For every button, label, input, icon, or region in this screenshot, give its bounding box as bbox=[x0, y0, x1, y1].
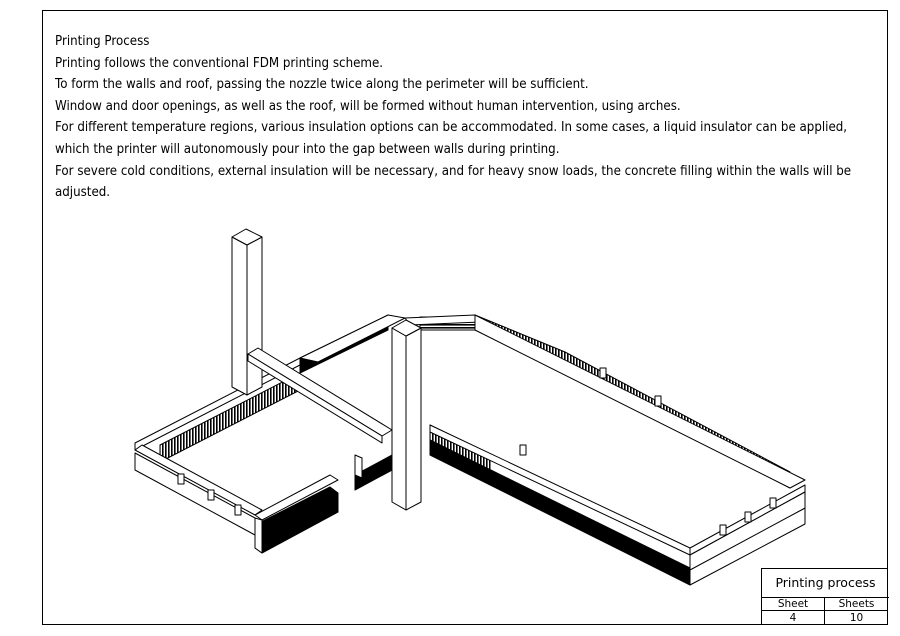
left-column-side bbox=[246, 236, 263, 396]
front-right-top bbox=[429, 424, 691, 556]
paragraph-insulation: For different temperature regions, vario… bbox=[55, 120, 848, 157]
front-left-top bbox=[254, 474, 339, 521]
sheets-total: 10 bbox=[849, 612, 864, 624]
wall-top-middle bbox=[299, 314, 406, 363]
opening-notch bbox=[744, 511, 752, 523]
title-block: Printing process Sheet Sheets 4 10 bbox=[761, 568, 889, 625]
title-block-title: Printing process bbox=[762, 569, 889, 598]
section-heading: Printing Process bbox=[55, 34, 150, 49]
opening-notch bbox=[769, 497, 777, 509]
opening-notch bbox=[654, 395, 662, 407]
opening-notch bbox=[599, 367, 607, 379]
description-text: Printing Process Printing follows the co… bbox=[55, 31, 851, 204]
sheet-label: Sheet bbox=[762, 597, 825, 611]
paragraph-cold: For severe cold conditions, external ins… bbox=[55, 163, 852, 201]
right-end-face bbox=[689, 491, 806, 571]
wall-top-right bbox=[474, 314, 806, 489]
right-column-side bbox=[405, 327, 422, 511]
opening-notch bbox=[519, 444, 527, 456]
left-column-top bbox=[231, 228, 263, 246]
left-end-face bbox=[134, 452, 256, 536]
right-column-top bbox=[391, 319, 422, 337]
opening-notch bbox=[234, 504, 242, 516]
paragraph-fdm: Printing follows the conventional FDM pr… bbox=[55, 55, 384, 71]
front-post bbox=[354, 454, 363, 479]
gantry-beam-side bbox=[247, 353, 383, 444]
sheet-number: 4 bbox=[762, 611, 825, 625]
opening-notch bbox=[719, 524, 727, 536]
left-column-front bbox=[231, 236, 248, 396]
drawing-frame bbox=[42, 10, 888, 625]
paragraph-openings: Window and door openings, as well as the… bbox=[55, 98, 681, 114]
inner-wall-back-left bbox=[159, 372, 301, 463]
front-left-face bbox=[254, 517, 263, 554]
sheets-label: Sheets bbox=[825, 597, 888, 611]
right-column-front bbox=[391, 327, 407, 511]
left-end-top bbox=[134, 444, 263, 516]
outer-wall-front-right bbox=[429, 439, 691, 586]
opening-notch bbox=[207, 489, 215, 501]
paragraph-walls: To form the walls and roof, passing the … bbox=[55, 77, 589, 93]
opening-notch bbox=[177, 473, 185, 485]
